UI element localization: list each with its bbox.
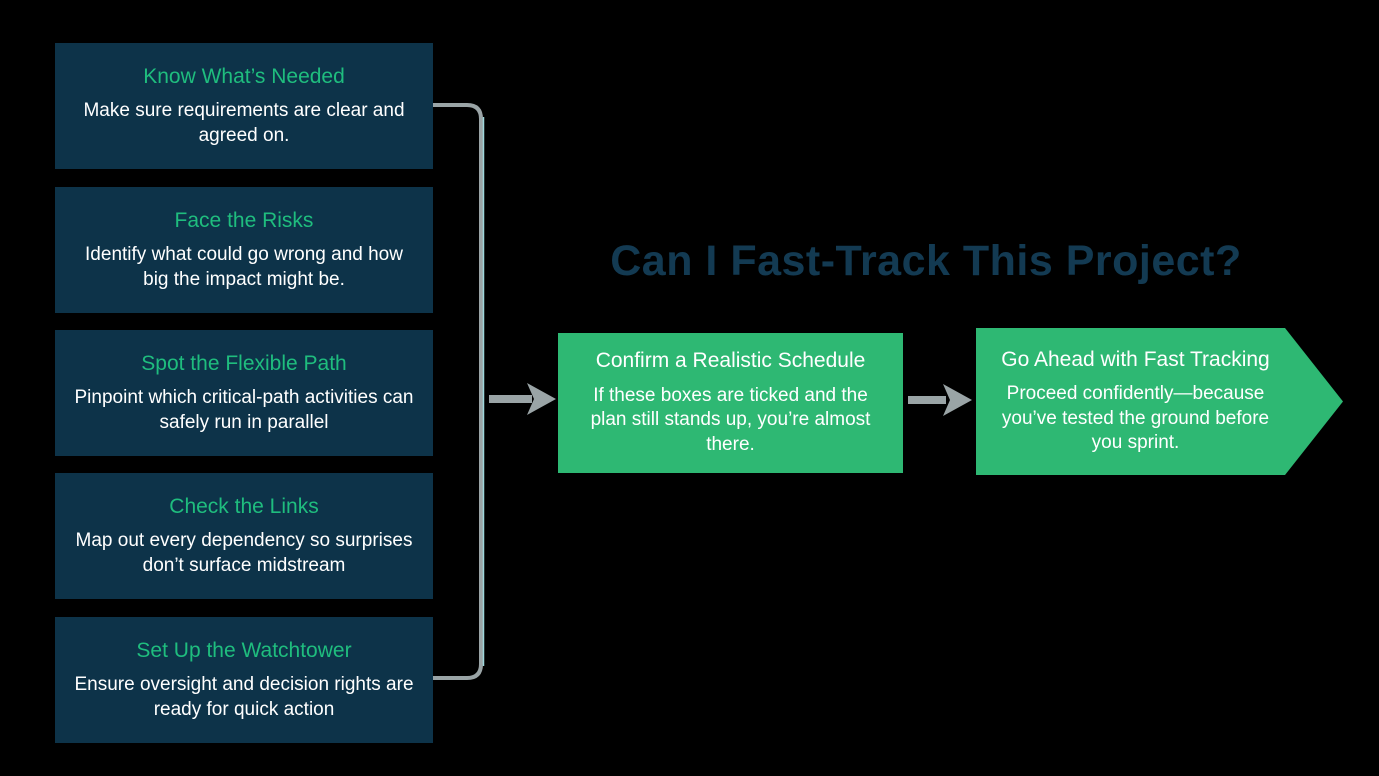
flow-box-go-ahead: Go Ahead with Fast Tracking Proceed conf… [976,328,1343,475]
page-title: Can I Fast-Track This Project? [610,237,1242,285]
checklist-box-description: Pinpoint which critical-path activities … [74,386,414,433]
checklist-box-oversight: Set Up the Watchtower Ensure oversight a… [55,617,433,743]
flow-box-title: Confirm a Realistic Schedule [595,349,866,373]
arrow-to-go-ahead [908,384,972,416]
checklist-box-title: Spot the Flexible Path [141,351,347,375]
checklist-box-title: Know What’s Needed [143,64,345,88]
checklist-box-description: Identify what could go wrong and how big… [85,243,403,290]
checklist-box-title: Check the Links [169,494,319,518]
flow-box-confirm-schedule: Confirm a Realistic Schedule If these bo… [558,333,903,473]
flow-box-description: If these boxes are ticked and the plan s… [590,384,871,455]
checklist-box-dependencies: Check the Links Map out every dependency… [55,473,433,599]
checklist-box-description: Map out every dependency so surprises do… [75,529,413,576]
flow-box-title: Go Ahead with Fast Tracking [1001,347,1270,371]
bracket-connector [430,103,483,680]
checklist-box-title: Set Up the Watchtower [136,638,352,662]
checklist-box-requirements: Know What’s Needed Make sure requirement… [55,43,433,169]
checklist-box-description: Ensure oversight and decision rights are… [74,673,414,720]
arrow-to-schedule [489,383,556,415]
checklist-box-risks: Face the Risks Identify what could go wr… [55,187,433,313]
flow-box-description: Proceed confidently—because you’ve teste… [1001,383,1270,454]
checklist-box-title: Face the Risks [174,208,314,232]
checklist-box-description: Make sure requirements are clear and agr… [83,99,405,146]
checklist-box-flexible-path: Spot the Flexible Path Pinpoint which cr… [55,330,433,456]
